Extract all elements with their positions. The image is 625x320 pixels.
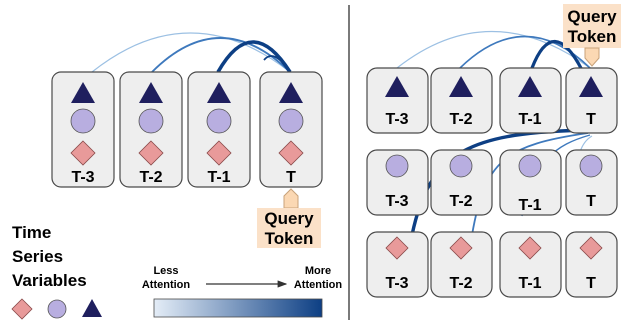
grid-cell: T-1 (499, 149, 562, 216)
left-cell-t2: T-2 (119, 71, 183, 188)
circle-icon (518, 154, 542, 178)
diamond-icon (385, 236, 409, 260)
grid-cell-label: T-1 (518, 111, 541, 128)
less-attention-line2: Attention (142, 279, 191, 291)
triangle-icon (71, 82, 95, 103)
diamond-icon (579, 236, 603, 260)
circle-icon (206, 108, 232, 134)
query-pointer-icon (283, 188, 299, 209)
triangle-icon (449, 76, 473, 97)
triangle-icon (82, 299, 102, 317)
attention-arc-t-to-t (263, 55, 291, 73)
diamond-icon (278, 140, 304, 166)
diamond-icon (11, 298, 33, 320)
less-attention-line1: Less (153, 265, 178, 277)
attention-arc-top-t1 (530, 39, 584, 71)
left-cell-t3: T-3 (51, 71, 115, 188)
triangle-icon (139, 82, 163, 103)
grid-cell: T-3 (366, 67, 429, 134)
more-attention-line2: Attention (294, 279, 343, 291)
grid-cell-label: T (586, 275, 596, 292)
left-panel: T-3 T-2 T-1 T Query Token (51, 32, 323, 248)
circle-icon (70, 108, 96, 134)
triangle-icon (279, 82, 303, 103)
right-row-circles: T-3 T-2 T-1 T (366, 149, 618, 216)
legend: Time Series Variables Less Attention Mor… (11, 223, 343, 320)
grid-cell-label: T-3 (385, 275, 408, 292)
grid-cell-label: T-2 (449, 111, 472, 128)
right-panel: T-3 T-2 T-1 T T-3 (366, 4, 621, 298)
query-token-line2: Token (568, 27, 617, 46)
query-pointer-icon (584, 47, 600, 67)
query-token-line1: Query (567, 7, 617, 26)
right-query-token: Query Token (563, 4, 621, 67)
left-attention-arcs (91, 32, 292, 73)
legend-title-line3: Variables (12, 271, 87, 290)
grid-cell-label: T (586, 193, 596, 210)
left-cell-label: T-1 (207, 169, 230, 186)
triangle-icon (579, 76, 603, 97)
diamond-icon (70, 140, 96, 166)
grid-cell: T-2 (430, 67, 493, 134)
query-token-line2: Token (265, 229, 314, 248)
right-row-diamonds: T-3 T-2 T-1 T (366, 231, 618, 298)
legend-title-line1: Time (12, 223, 51, 242)
grid-cell-label: T (586, 111, 596, 128)
grid-cell: T-1 (499, 67, 562, 134)
diamond-icon (206, 140, 232, 166)
legend-title-line2: Series (12, 247, 63, 266)
left-cell-label: T-2 (139, 169, 162, 186)
left-cell-label: T (286, 169, 296, 186)
grid-cell-label: T-2 (449, 193, 472, 210)
circle-icon (138, 108, 164, 134)
left-cell-t: T (259, 71, 323, 188)
right-top-attention-arcs (396, 30, 591, 71)
circle-icon (47, 299, 67, 319)
grid-cell-label: T-2 (449, 275, 472, 292)
circle-icon (385, 154, 409, 178)
diamond-icon (449, 236, 473, 260)
circle-icon (278, 108, 304, 134)
grid-cell: T-2 (430, 149, 493, 216)
grid-cell-label: T-1 (518, 197, 541, 214)
attention-arc-t-to-t3 (91, 32, 291, 73)
grid-cell: T (565, 231, 618, 298)
diamond-icon (138, 140, 164, 166)
circle-icon (449, 154, 473, 178)
triangle-icon (207, 82, 231, 103)
grid-cell: T (565, 67, 618, 134)
grid-cell: T-1 (499, 231, 562, 298)
grid-cell: T-2 (430, 231, 493, 298)
diamond-icon (518, 236, 542, 260)
grid-cell: T (565, 149, 618, 216)
attention-gradient-bar (153, 298, 323, 318)
grid-cell-label: T-1 (518, 275, 541, 292)
left-cell-t1: T-1 (187, 71, 251, 188)
left-query-token: Query Token (257, 188, 321, 248)
grid-cell: T-3 (366, 231, 429, 298)
query-token-line1: Query (264, 209, 314, 228)
left-cell-label: T-3 (71, 169, 94, 186)
circle-icon (579, 154, 603, 178)
attention-arc-t-to-t2 (151, 37, 291, 73)
grid-cell-label: T-3 (385, 111, 408, 128)
right-row-triangles: T-3 T-2 T-1 T (366, 67, 618, 134)
triangle-icon (385, 76, 409, 97)
attention-arc-top-t3 (396, 30, 591, 69)
grid-cell: T-3 (366, 149, 429, 216)
triangle-icon (518, 76, 542, 97)
more-attention-line1: More (305, 265, 331, 277)
grid-cell-label: T-3 (385, 193, 408, 210)
